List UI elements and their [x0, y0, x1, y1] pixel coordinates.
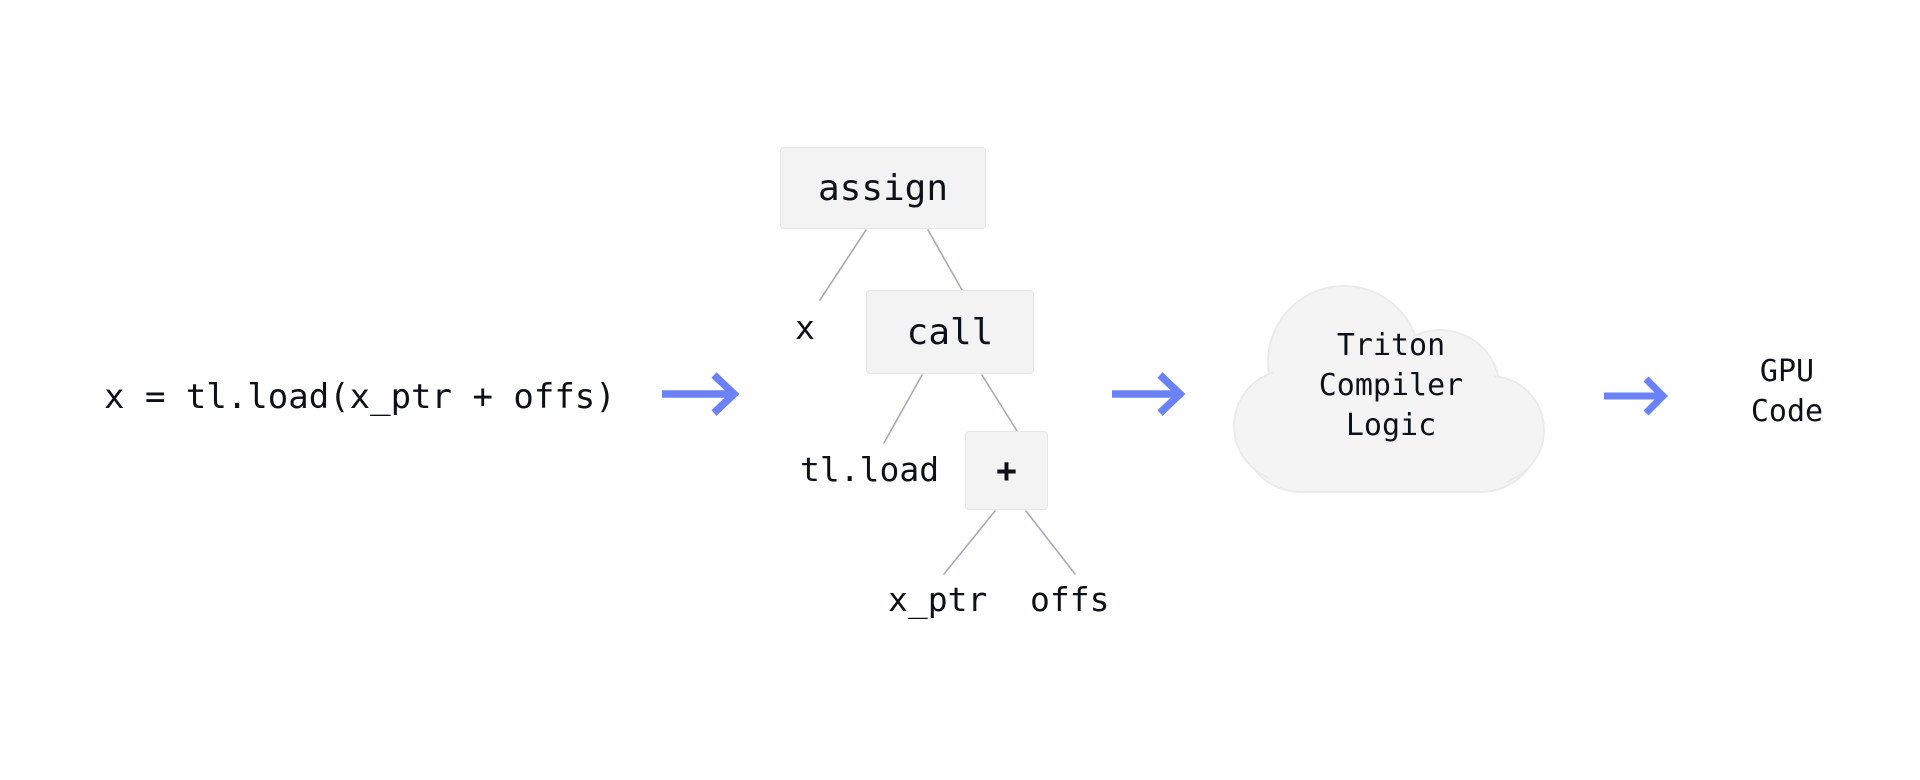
compiler-cloud-label: Triton Compiler Logic	[1318, 328, 1464, 443]
compiler-cloud[interactable]: Triton Compiler Logic	[1228, 278, 1554, 500]
ast-node-plus[interactable]: +	[965, 431, 1048, 510]
arrow-source-to-ast	[660, 372, 746, 416]
ast-leaf-x-ptr: x_ptr	[888, 580, 988, 619]
arrow-ast-to-compiler	[1110, 372, 1190, 416]
ast-node-assign[interactable]: assign	[780, 147, 986, 229]
ast-edge-assign-x	[819, 229, 867, 301]
ast-leaf-tl-load: tl.load	[800, 450, 940, 489]
arrow-compiler-to-output	[1602, 376, 1672, 416]
ast-edge-call-tlload	[883, 374, 923, 444]
ast-edge-plus-xptr	[943, 510, 996, 575]
ast-edge-assign-call	[927, 229, 963, 291]
ast-edge-plus-offs	[1025, 510, 1076, 575]
ast-node-call[interactable]: call	[866, 290, 1034, 374]
gpu-code-label: GPU Code	[1750, 354, 1824, 429]
ast-edge-call-plus	[981, 374, 1018, 432]
right-arrow-icon	[662, 372, 740, 416]
ast-leaf-x: x	[795, 308, 815, 347]
right-arrow-icon	[1604, 376, 1668, 416]
right-arrow-icon	[1112, 372, 1186, 416]
cloud-icon	[1233, 285, 1545, 493]
ast-leaf-offs: offs	[1030, 580, 1110, 619]
source-code-text: x = tl.load(x_ptr + offs)	[104, 377, 616, 417]
